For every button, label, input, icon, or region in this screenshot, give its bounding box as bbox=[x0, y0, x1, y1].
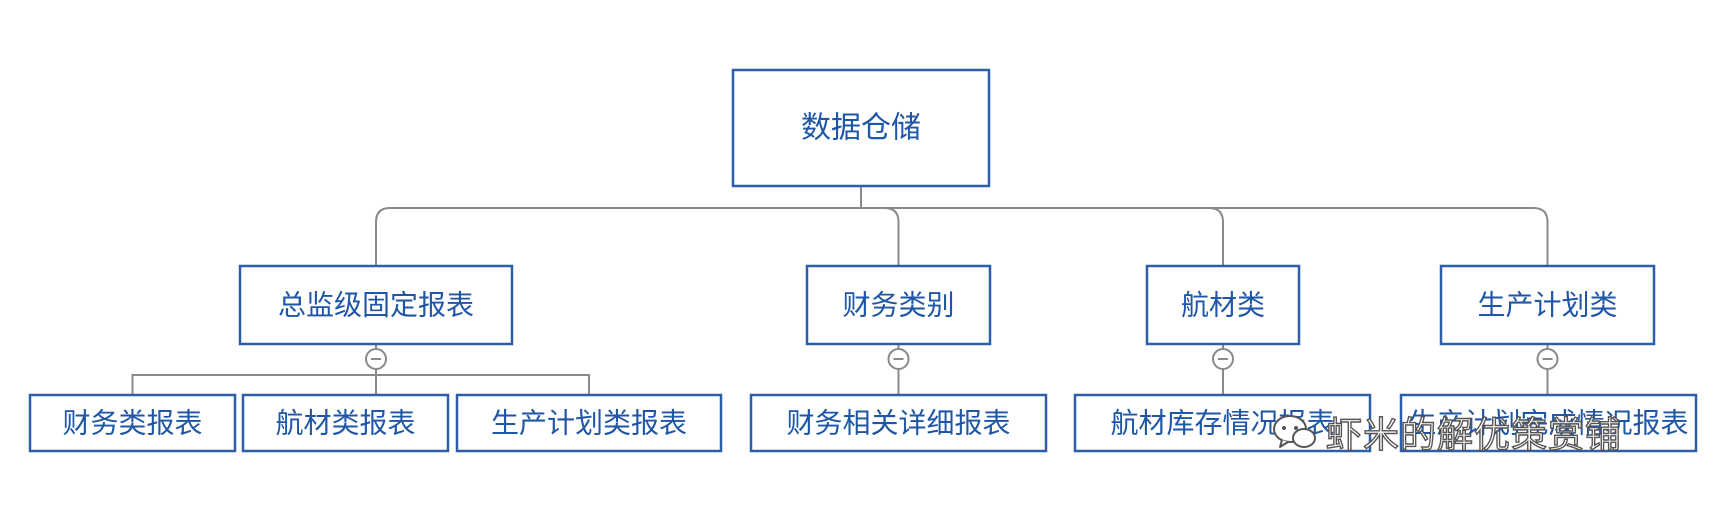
child-node-box bbox=[1073, 393, 1372, 453]
child-node-label: 生产计划完成情况报表 bbox=[1408, 407, 1688, 440]
category-connector-1 bbox=[375, 207, 861, 266]
category-node-label: 总监级固定报表 bbox=[278, 289, 474, 322]
category-node-label: 生产计划类 bbox=[1477, 289, 1617, 322]
connector-lines bbox=[131, 186, 1559, 395]
child-bus-1 bbox=[131, 374, 590, 395]
category-node-label: 航材类 bbox=[1181, 289, 1265, 322]
child-node-box bbox=[455, 393, 723, 453]
child-node: 生产计划类报表 bbox=[455, 393, 723, 453]
category-connector-4 bbox=[861, 207, 1549, 266]
category-node-box bbox=[805, 264, 992, 346]
child-node-box bbox=[1399, 393, 1698, 453]
category-node-box bbox=[1439, 264, 1656, 346]
watermark-text: 虾米的解优策赏铺 bbox=[1325, 414, 1623, 456]
category-node: 财务类别 bbox=[805, 264, 992, 346]
child-node: 财务类报表 bbox=[28, 393, 237, 453]
watermark: 虾米的解优策赏铺 bbox=[1272, 404, 1702, 460]
root-node-label: 数据仓储 bbox=[801, 111, 921, 146]
collapse-toggle[interactable] bbox=[1536, 348, 1559, 370]
child-node-box bbox=[749, 393, 1048, 453]
child-node: 航材类报表 bbox=[241, 393, 450, 453]
child-node-label: 航材类报表 bbox=[275, 407, 415, 440]
category-node-label: 财务类别 bbox=[842, 289, 954, 322]
root-node-box bbox=[731, 68, 991, 188]
child-node-label: 生产计划类报表 bbox=[491, 407, 687, 440]
collapse-toggle[interactable] bbox=[1212, 348, 1234, 370]
root-node: 数据仓储 bbox=[731, 68, 991, 188]
child-node: 财务相关详细报表 bbox=[749, 393, 1048, 453]
child-node-box bbox=[28, 393, 237, 453]
category-connector-2 bbox=[861, 207, 900, 266]
category-node: 总监级固定报表 bbox=[238, 264, 514, 346]
wechat-bubble-icon bbox=[1273, 415, 1316, 448]
category-node: 生产计划类 bbox=[1439, 264, 1656, 346]
child-node-label: 财务相关详细报表 bbox=[786, 407, 1010, 440]
category-node-box bbox=[1145, 264, 1301, 346]
category-node-box bbox=[238, 264, 514, 346]
collapse-toggle[interactable] bbox=[887, 348, 910, 370]
child-node: 生产计划完成情况报表 bbox=[1399, 393, 1698, 453]
category-node: 航材类 bbox=[1145, 264, 1301, 346]
collapse-toggle[interactable] bbox=[365, 348, 387, 370]
category-connector-3 bbox=[861, 207, 1224, 266]
child-node-label: 财务类报表 bbox=[62, 407, 202, 440]
child-node-box bbox=[241, 393, 450, 453]
